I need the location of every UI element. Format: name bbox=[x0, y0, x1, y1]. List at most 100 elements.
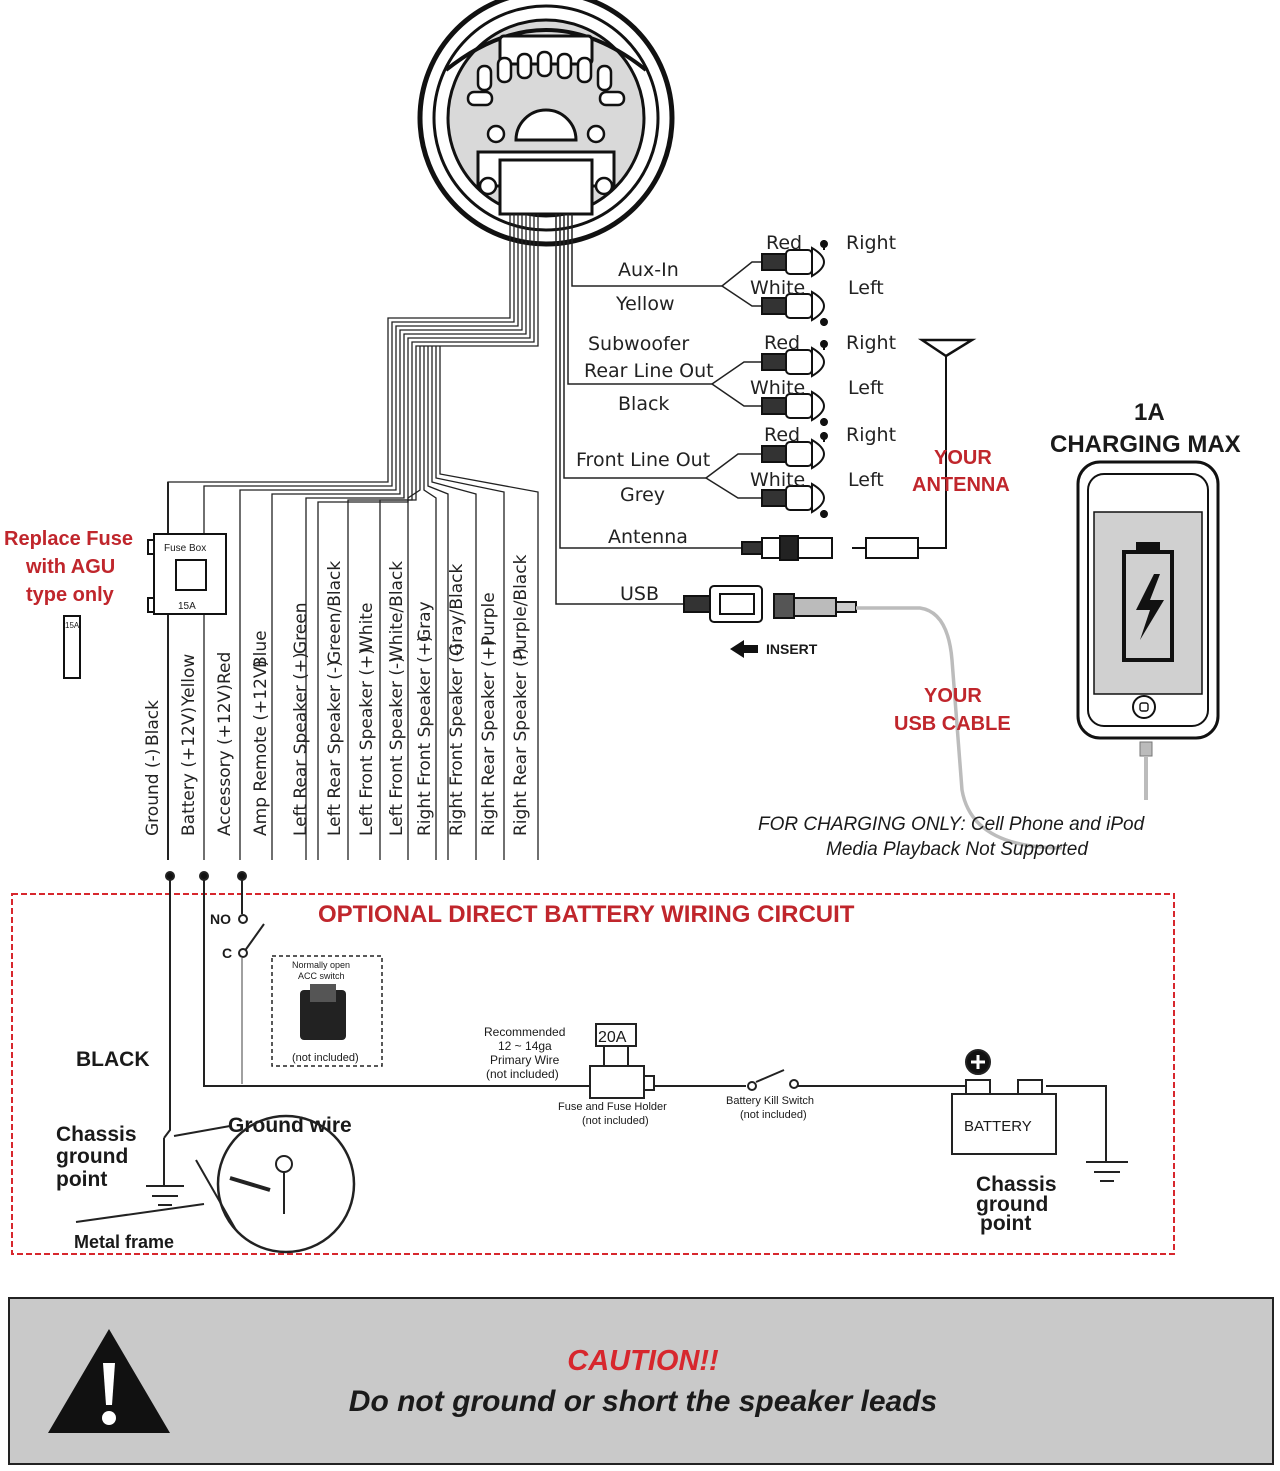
rca-plug-aux-right bbox=[761, 240, 828, 278]
wire-label-rr-pos: Right Rear Speaker (+) bbox=[479, 639, 499, 836]
wire-color-amp-remote: Blue bbox=[251, 630, 271, 668]
rca-white-2: White bbox=[750, 377, 805, 399]
wire-color-lf-neg: White/Black bbox=[387, 561, 407, 662]
rca-plug-aux-left bbox=[761, 290, 828, 326]
small-fuse-label: 15A bbox=[65, 621, 80, 630]
battery-chassis-1: Chassis bbox=[976, 1173, 1057, 1196]
usb-label: USB bbox=[620, 583, 659, 605]
fuse-value: 20A bbox=[598, 1029, 627, 1046]
your-usb-line2: USB CABLE bbox=[894, 713, 1011, 735]
your-usb-line1: YOUR bbox=[924, 685, 982, 707]
wire-note-3: Primary Wire bbox=[490, 1053, 560, 1067]
switch-note-1: Normally open bbox=[292, 960, 350, 970]
usb-connector bbox=[683, 585, 857, 623]
phone-icon bbox=[1076, 460, 1220, 800]
rca-red-2: Red bbox=[764, 332, 800, 354]
rca-white-1: White bbox=[750, 277, 805, 299]
rca-red-3: Red bbox=[764, 424, 800, 446]
warning-triangle-icon bbox=[48, 1329, 170, 1433]
no-label: NO bbox=[210, 911, 231, 927]
wire-color-lr-neg: Green/Black bbox=[325, 561, 345, 664]
switch-not-included: (not included) bbox=[292, 1052, 359, 1064]
circuit-title: OPTIONAL DIRECT BATTERY WIRING CIRCUIT bbox=[318, 901, 855, 928]
replace-fuse-line2: with AGU bbox=[25, 556, 115, 578]
charging-amp: 1A bbox=[1134, 399, 1165, 426]
wire-label-lf-pos: Left Front Speaker (+) bbox=[357, 648, 377, 836]
kill-switch-2: (not included) bbox=[740, 1109, 807, 1121]
caution-panel: CAUTION!! Do not ground or short the spe… bbox=[8, 1297, 1274, 1465]
rca-left-3: Left bbox=[848, 469, 884, 491]
inline-fuse bbox=[589, 1023, 655, 1099]
black-label: BLACK bbox=[76, 1048, 150, 1071]
subwoofer-label: Subwoofer bbox=[588, 333, 689, 355]
battery-label: BATTERY bbox=[964, 1118, 1032, 1135]
wire-color-ground: Black bbox=[143, 700, 163, 746]
wire-color-accessory: Red bbox=[215, 652, 235, 684]
wire-label-ground: Ground (-) bbox=[143, 749, 163, 836]
metal-frame-label: Metal frame bbox=[74, 1232, 174, 1252]
wire-label-rf-neg: Right Front Speaker (-) bbox=[447, 643, 467, 836]
insert-label: INSERT bbox=[766, 641, 818, 657]
fuse-rating: 15A bbox=[178, 601, 196, 612]
wire-color-battery: Yellow bbox=[179, 654, 199, 707]
insert-arrow-icon bbox=[730, 640, 758, 658]
wire-color-lf-pos: White bbox=[357, 603, 377, 652]
charging-max: CHARGING MAX bbox=[1050, 431, 1241, 458]
wire-note-2: 12 ~ 14ga bbox=[498, 1039, 552, 1053]
wire-color-rf-pos: Gray bbox=[415, 601, 435, 642]
wire-label-rf-pos: Right Front Speaker (+) bbox=[415, 635, 435, 836]
ground-wire-label: Ground wire bbox=[228, 1114, 352, 1137]
antenna-connector bbox=[741, 356, 947, 561]
fuse-box-label: Fuse Box bbox=[164, 543, 206, 554]
wire-label-accessory: Accessory (+12V) bbox=[215, 684, 235, 836]
your-antenna-line2: ANTENNA bbox=[912, 474, 1010, 496]
wire-color-rr-pos: Purple bbox=[479, 592, 499, 646]
acc-switch bbox=[271, 955, 383, 1067]
wire-label-lf-neg: Left Front Speaker (-) bbox=[387, 656, 407, 836]
caution-text: Do not ground or short the speaker leads bbox=[348, 1385, 938, 1418]
wire-note-4: (not included) bbox=[486, 1067, 559, 1081]
rca-left-1: Left bbox=[848, 277, 884, 299]
wire-color-lr-pos: Green bbox=[291, 603, 311, 654]
wire-label-lr-pos: Left Rear Speaker (+) bbox=[291, 652, 311, 836]
rca-wires bbox=[555, 214, 788, 605]
rca-plug-front-right bbox=[761, 432, 828, 470]
chassis-line3: point bbox=[56, 1168, 107, 1191]
rca-right-1: Right bbox=[846, 232, 896, 254]
battery-icon bbox=[951, 1049, 1057, 1155]
antenna-icon bbox=[917, 338, 977, 358]
rca-plug-sub-right bbox=[761, 340, 828, 378]
aux-in-label: Aux-In bbox=[618, 259, 679, 281]
wire-color-rf-neg: Gray/Black bbox=[447, 563, 467, 656]
stereo-unit bbox=[417, 0, 675, 247]
battery-chassis-3: point bbox=[980, 1212, 1031, 1235]
front-line-out-color: Grey bbox=[620, 484, 665, 506]
wire-note-1: Recommended bbox=[484, 1025, 565, 1039]
caution-title: CAUTION!! bbox=[567, 1345, 719, 1377]
rca-red-1: Red bbox=[766, 232, 802, 254]
c-label: C bbox=[222, 945, 232, 961]
replace-fuse-line3: type only bbox=[26, 584, 115, 606]
ground-detail bbox=[75, 1114, 356, 1254]
wire-color-rr-neg: Purple/Black bbox=[511, 554, 531, 660]
front-line-out-label: Front Line Out bbox=[576, 449, 710, 471]
rca-left-2: Left bbox=[848, 377, 884, 399]
rca-right-2: Right bbox=[846, 332, 896, 354]
fuse-box bbox=[63, 533, 227, 679]
charging-note-2: Media Playback Not Supported bbox=[826, 839, 1089, 860]
chassis-line1: Chassis bbox=[56, 1123, 137, 1146]
your-antenna-line1: YOUR bbox=[934, 447, 992, 469]
wire-label-amp-remote: Amp Remote (+12V) bbox=[251, 660, 271, 836]
rca-plug-sub-left bbox=[761, 390, 828, 426]
subwoofer-color: Black bbox=[618, 393, 669, 415]
fuse-holder-1: Fuse and Fuse Holder bbox=[558, 1101, 667, 1113]
charging-note-1: FOR CHARGING ONLY: Cell Phone and iPod bbox=[758, 814, 1146, 835]
wire-label-rr-neg: Right Rear Speaker (-) bbox=[511, 648, 531, 836]
rear-line-out-label: Rear Line Out bbox=[584, 360, 714, 382]
replace-fuse-line1: Replace Fuse bbox=[4, 528, 133, 550]
antenna-label: Antenna bbox=[608, 526, 688, 548]
battery-chassis-2: ground bbox=[976, 1193, 1048, 1216]
switch-note-2: ACC switch bbox=[298, 971, 345, 981]
rca-right-3: Right bbox=[846, 424, 896, 446]
